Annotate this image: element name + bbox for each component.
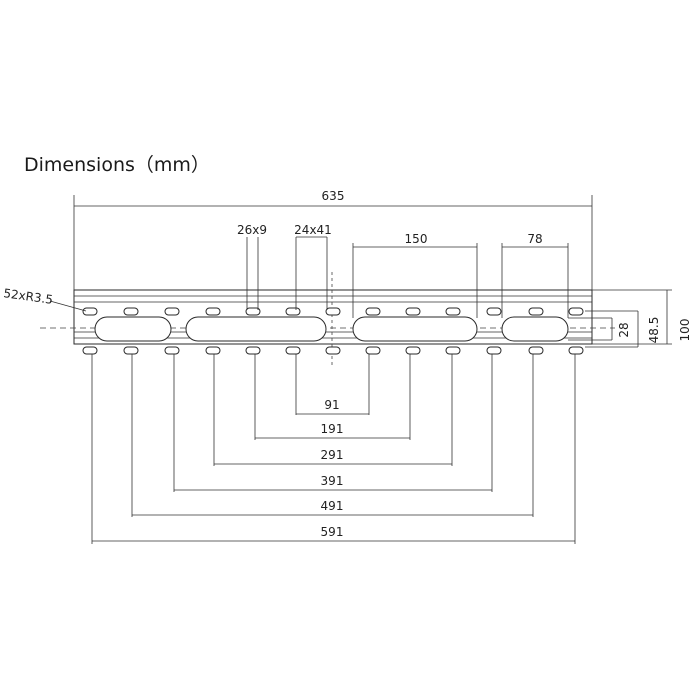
dim-78	[501, 243, 569, 318]
dim-291-label: 291	[321, 448, 344, 462]
page-title: Dimensions（mm）	[24, 154, 210, 176]
dim-24x41	[295, 236, 328, 310]
dim-100-label: 100	[678, 319, 692, 342]
dim-bottom-lines	[92, 413, 575, 542]
dim-635-label: 635	[322, 189, 345, 203]
dim-heights	[568, 289, 672, 348]
dim-24x41-label: 24x41	[294, 223, 332, 237]
dim-91-label: 91	[324, 398, 339, 412]
dim-635	[73, 195, 593, 290]
dim-78-label: 78	[527, 232, 542, 246]
dim-48-5-label: 48.5	[647, 317, 661, 344]
dim-26x9-label: 26x9	[237, 223, 267, 237]
dim-491-label: 491	[321, 499, 344, 513]
top-slot-row	[82, 307, 584, 316]
dim-28-label: 28	[617, 322, 631, 337]
dim-bottom-extensions	[91, 354, 576, 544]
bottom-slot-row	[82, 346, 584, 355]
corner-leader	[49, 300, 87, 312]
dim-150	[352, 243, 478, 318]
dim-191-label: 191	[321, 422, 344, 436]
dim-391-label: 391	[321, 474, 344, 488]
dim-150-label: 150	[405, 232, 428, 246]
dim-591-label: 591	[321, 525, 344, 539]
long-slots	[94, 316, 569, 342]
dim-26x9	[246, 237, 259, 310]
corner-label: 52xR3.5	[3, 286, 54, 307]
